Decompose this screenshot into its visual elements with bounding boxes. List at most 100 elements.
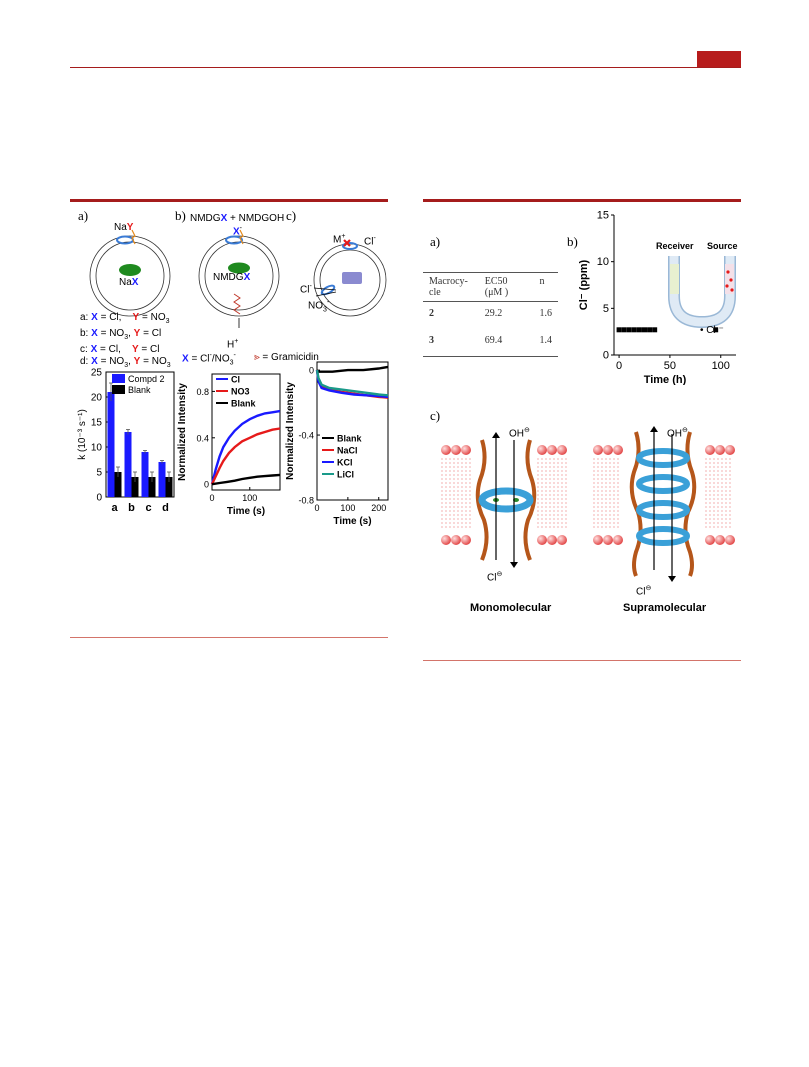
fig1-b-inner-label: NMDGX <box>213 272 251 283</box>
mono-oh-label: OH⊖ <box>509 427 530 440</box>
fig1-a-top-label: NaY <box>114 222 134 233</box>
legend-swatch <box>112 374 125 383</box>
fig1-vesicle-c <box>313 239 387 317</box>
bar <box>165 477 173 497</box>
fig1-panel-a-label: a) <box>78 208 89 223</box>
fig1-b-top-label: X- <box>233 225 243 238</box>
data-point <box>713 327 719 333</box>
legend-label: Blank <box>337 434 363 444</box>
legend-label: NaCl <box>337 446 358 456</box>
bar <box>148 477 156 497</box>
channel-schematic <box>441 426 735 582</box>
data-point <box>631 327 637 333</box>
bar <box>158 462 166 497</box>
x-axis-label: Time (s) <box>227 506 265 517</box>
y-tick-label: 0 <box>309 366 314 376</box>
series-line <box>210 427 281 485</box>
fig1-legend-gramicidin: ⪢ = Gramicidin <box>254 352 319 363</box>
plot-frame <box>316 361 389 501</box>
y-tick-label: 5 <box>603 303 609 315</box>
y-tick-label: -0.8 <box>298 496 314 506</box>
left-figure-end-rule <box>70 637 388 638</box>
y-tick-label: 5 <box>96 468 102 479</box>
legend-label: Blank <box>231 399 257 409</box>
legend-label: LiCl <box>337 470 354 480</box>
y-axis-label: k (10⁻³ s⁻¹) <box>77 409 88 460</box>
table-row: 2 29.2 1.6 <box>423 302 558 330</box>
table-row: 3 69.4 1.4 <box>423 329 558 357</box>
fig1-c-left-cl-label: Cl- <box>300 283 312 296</box>
fig1-panel-b-label: b) <box>175 208 186 223</box>
data-point <box>647 327 653 333</box>
plot-frame <box>211 373 281 491</box>
x-tick-label: 0 <box>616 360 622 372</box>
bar <box>114 472 122 497</box>
legend-label: NO3 <box>231 387 250 397</box>
mono-left-lipids <box>441 445 471 545</box>
fig1-vesicle-b <box>198 229 280 328</box>
data-point <box>626 327 632 333</box>
fig2-panel-b-label: b) <box>567 234 578 249</box>
u-tube-legend: • Cl ⁻ <box>700 325 724 336</box>
table-cell: 69.4 <box>484 335 503 346</box>
header-rule <box>70 67 741 68</box>
y-axis-label: Normalized Intensity <box>285 382 296 480</box>
bar <box>124 432 132 497</box>
fig1-a-inner-label: NaX <box>119 277 139 288</box>
y-tick-label: 10 <box>91 443 103 454</box>
supra-oh-label: OH⊖ <box>667 427 688 440</box>
bar <box>131 477 139 497</box>
y-tick-label: 15 <box>91 418 103 429</box>
x-tick-label: c <box>145 502 151 514</box>
legend-label: KCl <box>337 458 353 468</box>
data-point <box>621 327 627 333</box>
x-tick-label: 100 <box>242 493 257 503</box>
table-cell: 1.6 <box>539 308 553 319</box>
x-tick-label: 0 <box>314 503 319 513</box>
x-axis-label: Time (s) <box>333 516 371 527</box>
data-point <box>642 327 647 333</box>
supra-label: Supramolecular <box>623 602 707 614</box>
fig2-panel-a-label: a) <box>430 234 441 249</box>
fig1-panel-c-label: c) <box>286 208 297 223</box>
y-tick-label: 0.4 <box>196 433 209 443</box>
x-tick-label: b <box>128 502 135 514</box>
gramicidin-icon: ⪢ <box>254 352 260 363</box>
y-tick-label: 0 <box>96 493 102 504</box>
y-tick-label: 0.8 <box>196 387 209 397</box>
legend-label: Cl <box>231 375 240 385</box>
legend-label: Compd 2 <box>128 374 165 384</box>
u-tube-inset <box>668 256 736 328</box>
x-tick-label: 50 <box>664 360 676 372</box>
y-tick-label: 20 <box>91 393 103 404</box>
x-tick-label: a <box>111 502 118 514</box>
table-cell: 1.4 <box>539 335 553 346</box>
supra-left-lipids <box>593 445 623 545</box>
supra-cl-label: Cl⊖ <box>636 585 652 598</box>
y-tick-label: -0.4 <box>298 431 314 441</box>
fig2-ec50-table: Macrocy-cle EC50 (μM ) n 2 29.2 1.6 3 69… <box>423 272 558 357</box>
fig1-condition-c: c: X = Cl, Y = Cl <box>80 344 160 355</box>
fig2-panel-c-label: c) <box>430 408 441 423</box>
y-axis-label: Normalized Intensity <box>177 383 188 481</box>
fig1-b-bottom-label: H+ <box>227 338 239 351</box>
bar <box>107 392 115 497</box>
series-line <box>211 473 281 486</box>
header-tab <box>697 51 741 67</box>
x-tick-label: 100 <box>712 360 730 372</box>
x-tick-label: d <box>162 502 169 514</box>
mono-label: Monomolecular <box>470 602 552 614</box>
legend-swatch <box>112 385 125 394</box>
table-cell: 3 <box>429 335 434 346</box>
x-tick-label: 0 <box>209 493 214 503</box>
fig1-condition-b: b: X = NO3, Y = Cl <box>80 328 162 341</box>
legend-label: Blank <box>128 385 151 395</box>
table-header: EC50 (μM ) <box>484 276 509 298</box>
fig1-b-title: NMDGX + NMDGOH <box>190 213 285 224</box>
series-line <box>317 365 389 373</box>
fig1-vesicle-a <box>89 229 171 317</box>
y-tick-label: 15 <box>597 210 609 222</box>
